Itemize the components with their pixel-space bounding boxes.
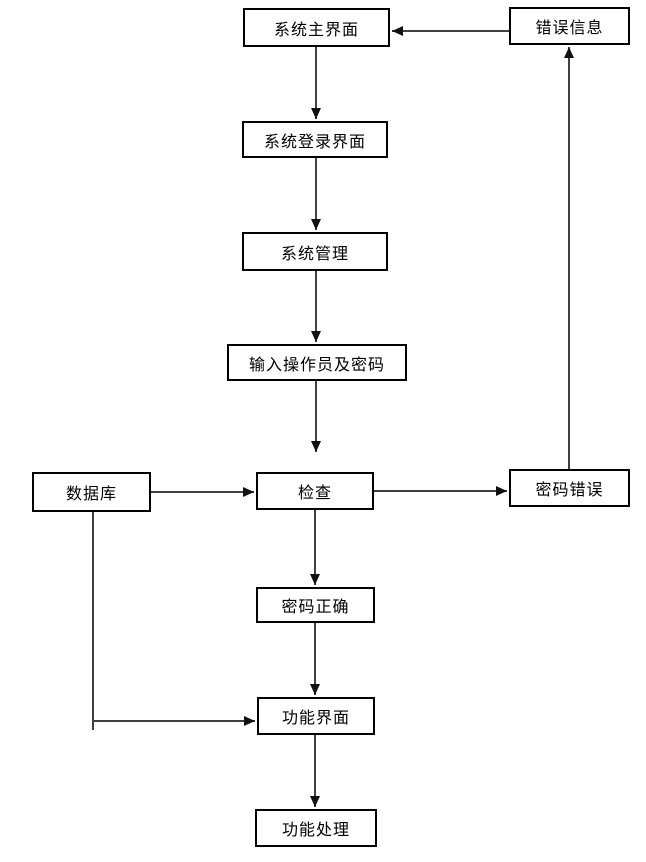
node-function-process: 功能处理: [255, 809, 377, 847]
node-input-operator-password: 输入操作员及密码: [227, 344, 407, 381]
node-password-wrong: 密码错误: [509, 469, 630, 507]
node-password-correct: 密码正确: [256, 587, 375, 623]
node-error-info: 错误信息: [509, 7, 630, 45]
node-system-login: 系统登录界面: [242, 121, 388, 158]
node-check: 检查: [256, 472, 374, 510]
node-system-management: 系统管理: [242, 232, 388, 271]
node-function-ui: 功能界面: [257, 697, 375, 735]
node-database: 数据库: [32, 472, 151, 512]
node-system-main: 系统主界面: [243, 8, 390, 47]
